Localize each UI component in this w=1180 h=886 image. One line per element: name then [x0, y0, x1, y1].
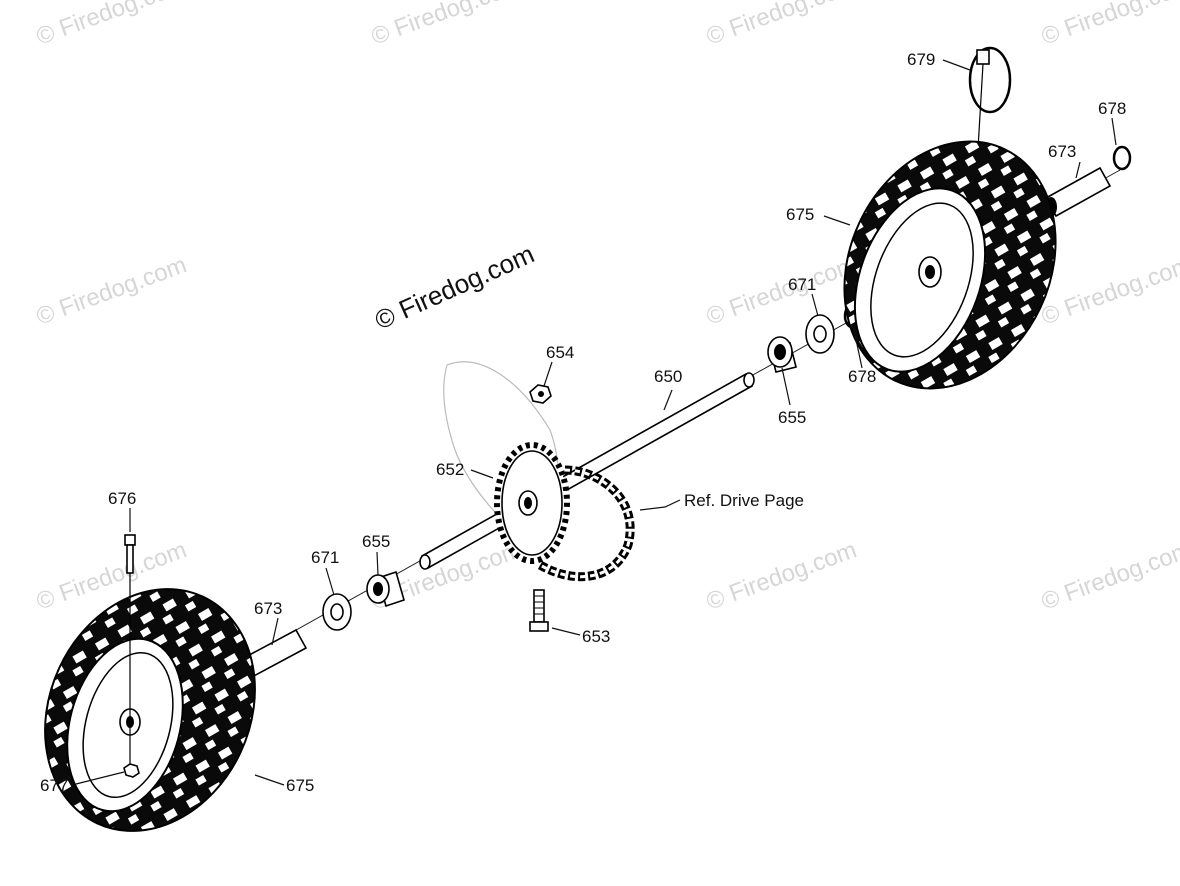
- wheel-nut: [123, 763, 140, 778]
- bearing-upper: [767, 336, 797, 373]
- wheel-assembly-upper: [843, 140, 1057, 390]
- wheel-bolt: [124, 534, 136, 770]
- watermark: © Firedog.com: [33, 251, 190, 330]
- watermark: © Firedog.com: [1038, 536, 1180, 615]
- callout-655-upper: 655: [778, 408, 806, 427]
- watermark: © Firedog.com: [368, 0, 525, 51]
- watermark: © Firedog.com: [1038, 251, 1180, 330]
- copyright-text: © Firedog.com: [370, 239, 538, 336]
- watermark: © Firedog.com: [703, 536, 860, 615]
- callout-671-lower: 671: [311, 548, 339, 567]
- callout-654: 654: [546, 343, 574, 362]
- sprocket: [494, 442, 570, 564]
- washer-lower: [322, 593, 352, 631]
- callout-679: 679: [907, 50, 935, 69]
- callout-652: 652: [436, 460, 464, 479]
- spacer-tube-upper: [1044, 166, 1112, 218]
- reference-note: Ref. Drive Page: [684, 491, 804, 510]
- leader-lines: [75, 59, 1117, 786]
- callout-650: 650: [654, 367, 682, 386]
- callout-673-upper: 673: [1048, 142, 1076, 161]
- washer-upper: [805, 314, 835, 354]
- callout-labels: 650 652 653 654 655 655 671 671 673 673 …: [40, 50, 1126, 795]
- hex-bolt: [529, 589, 549, 632]
- callout-676: 676: [108, 489, 136, 508]
- watermark: © Firedog.com: [703, 251, 860, 330]
- bearing-lower: [366, 570, 405, 608]
- callout-673-lower: 673: [254, 599, 282, 618]
- callout-655-lower: 655: [362, 532, 390, 551]
- drive-chain: [537, 465, 635, 582]
- callout-675-lower: 675: [286, 776, 314, 795]
- watermark: © Firedog.com: [33, 0, 190, 51]
- callout-678-mid: 678: [848, 367, 876, 386]
- retaining-clip-top: [1112, 145, 1132, 171]
- watermark: © Firedog.com: [1038, 0, 1180, 51]
- callout-675-upper: 675: [786, 205, 814, 224]
- callout-653: 653: [582, 627, 610, 646]
- wheel-assembly-lower: [44, 588, 256, 832]
- callout-671-upper: 671: [788, 275, 816, 294]
- watermark: © Firedog.com: [703, 0, 860, 51]
- callout-677: 677: [40, 776, 68, 795]
- callout-678-top: 678: [1098, 99, 1126, 118]
- hex-nut: [529, 384, 552, 404]
